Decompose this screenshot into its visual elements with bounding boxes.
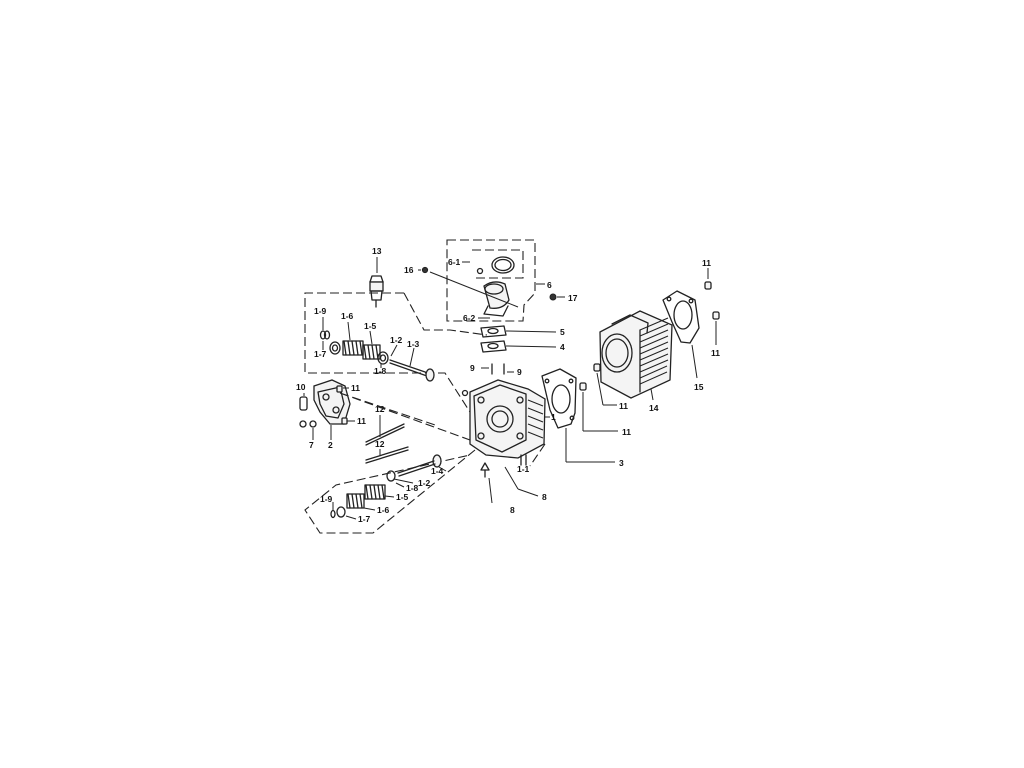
callout-11-right: 11 xyxy=(711,348,720,358)
cylinder-base-gasket xyxy=(662,290,700,379)
callout-1-2-bottom: 1-2 xyxy=(418,478,431,488)
callout-9-left: 9 xyxy=(470,363,475,373)
callout-1-8-top: 1-8 xyxy=(374,366,387,376)
head-gasket xyxy=(541,368,615,463)
dowel-pin-right xyxy=(712,311,720,345)
callout-6-2: 6-2 xyxy=(463,313,476,323)
callout-8-bottom: 8 xyxy=(510,505,515,515)
callout-7: 7 xyxy=(309,440,314,450)
callout-11-rocker-top: 11 xyxy=(351,383,360,393)
callout-1-5-bottom: 1-5 xyxy=(396,492,409,502)
nut-17 xyxy=(549,293,565,301)
callout-11-head: 11 xyxy=(622,427,631,437)
callout-15: 15 xyxy=(694,382,704,392)
callout-4: 4 xyxy=(560,342,565,352)
callout-14: 14 xyxy=(649,403,659,413)
callout-8-right: 8 xyxy=(542,492,547,502)
intake-manifold-group xyxy=(429,239,545,322)
dowel-pin-head xyxy=(579,382,618,432)
callout-11-rocker-bottom: 11 xyxy=(357,416,366,426)
callout-1-5-top: 1-5 xyxy=(364,321,377,331)
stud-9-right xyxy=(503,363,514,375)
callout-1-6-top: 1-6 xyxy=(341,311,354,321)
top-valve-assembly xyxy=(304,292,488,413)
cylinder-block xyxy=(599,310,673,401)
callout-12-bottom: 12 xyxy=(375,439,385,449)
rocker-outline xyxy=(339,392,471,441)
callout-1-7-bottom: 1-7 xyxy=(358,514,371,524)
gasket-5 xyxy=(480,325,557,338)
bolts-8 xyxy=(480,443,546,504)
bottom-valve-assembly xyxy=(304,449,476,534)
dowel-pin-top-right xyxy=(704,268,712,290)
callout-2: 2 xyxy=(328,440,333,450)
callout-16: 16 xyxy=(404,265,414,275)
callout-1-8-bottom: 1-8 xyxy=(406,483,419,493)
callout-1-9-top: 1-9 xyxy=(314,306,327,316)
callout-5: 5 xyxy=(560,327,565,337)
callout-10: 10 xyxy=(296,382,306,392)
callout-1-4: 1-4 xyxy=(431,466,444,476)
rocker-shafts xyxy=(365,415,409,464)
callout-1-1: 1-1 xyxy=(517,464,530,474)
callout-1-3-top: 1-3 xyxy=(407,339,420,349)
spark-plug xyxy=(369,257,384,308)
callout-1-9-bottom: 1-9 xyxy=(320,494,333,504)
callout-11-top-right: 11 xyxy=(702,258,711,268)
callout-1: 1 xyxy=(551,412,556,422)
bolt-16 xyxy=(418,266,429,274)
stud-9-left xyxy=(481,363,493,375)
dowel-pin-cylinder xyxy=(593,363,604,406)
rocker-arm-bracket xyxy=(299,379,355,440)
callout-1-2-top: 1-2 xyxy=(390,335,403,345)
callout-11-cylinder: 11 xyxy=(619,401,628,411)
callout-1-7-top: 1-7 xyxy=(314,349,327,359)
callout-1-6-bottom: 1-6 xyxy=(377,505,390,515)
callout-3: 3 xyxy=(619,458,624,468)
cylinder-head xyxy=(461,379,550,466)
callout-12-top: 12 xyxy=(375,404,385,414)
callout-13: 13 xyxy=(372,246,382,256)
callout-17: 17 xyxy=(568,293,578,303)
callout-6: 6 xyxy=(547,280,552,290)
gasket-4 xyxy=(480,340,557,353)
callout-9-right: 9 xyxy=(517,367,522,377)
callout-6-1: 6-1 xyxy=(448,257,461,267)
